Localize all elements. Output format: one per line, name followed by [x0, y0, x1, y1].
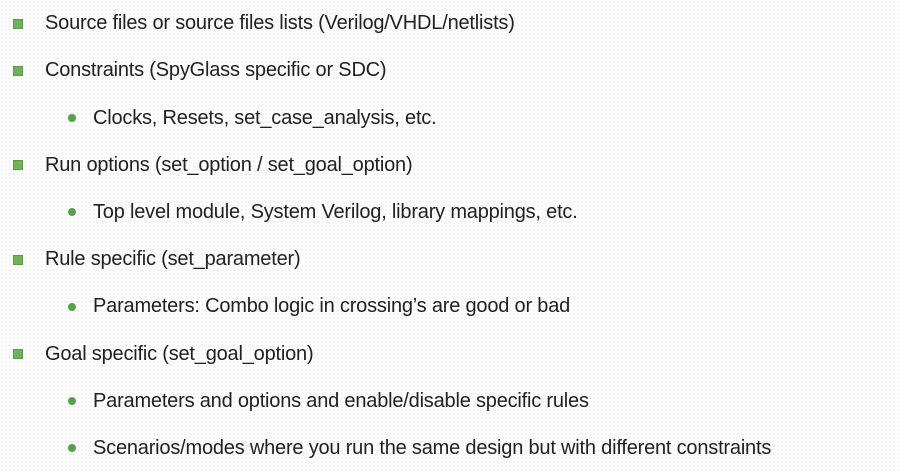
list-item: Parameters and options and enable/disabl…	[0, 378, 901, 425]
list-item-text: Rule specific (set_parameter)	[45, 248, 301, 271]
dot-bullet-icon	[68, 208, 76, 217]
list-item-text: Top level module, System Verilog, librar…	[93, 200, 578, 223]
list-item: Clocks, Resets, set_case_analysis, etc.	[0, 94, 901, 141]
list-item-text: Scenarios/modes where you run the same d…	[93, 436, 772, 459]
square-bullet-icon	[13, 160, 23, 171]
list-item-text: Goal specific (set_goal_option)	[45, 342, 314, 365]
list-item-text: Parameters: Combo logic in crossing’s ar…	[93, 295, 571, 318]
list-item: Rule specific (set_parameter)	[0, 236, 901, 283]
list-item-text: Constraints (SpyGlass specific or SDC)	[45, 59, 387, 82]
list-item: Source files or source files lists (Veri…	[0, 0, 901, 47]
dot-bullet-icon	[68, 302, 76, 311]
list-item: Parameters: Combo logic in crossing’s ar…	[0, 283, 901, 330]
dot-bullet-icon	[68, 114, 76, 122]
square-bullet-icon	[13, 18, 23, 29]
list-item-text: Clocks, Resets, set_case_analysis, etc.	[93, 106, 437, 129]
list-item-text: Source files or source files lists (Veri…	[45, 12, 515, 35]
square-bullet-icon	[13, 65, 23, 76]
list-item: Goal specific (set_goal_option)	[0, 330, 901, 377]
list-item: Constraints (SpyGlass specific or SDC)	[0, 47, 901, 94]
square-bullet-icon	[13, 254, 23, 265]
dot-bullet-icon	[68, 444, 76, 453]
square-bullet-icon	[13, 349, 23, 360]
list-item: Top level module, System Verilog, librar…	[0, 189, 901, 236]
list-item-text: Run options (set_option / set_goal_optio…	[45, 153, 413, 176]
dot-bullet-icon	[68, 397, 76, 406]
list-item-text: Parameters and options and enable/disabl…	[93, 389, 589, 412]
list-item: Scenarios/modes where you run the same d…	[0, 425, 901, 472]
list-item: Run options (set_option / set_goal_optio…	[0, 142, 901, 189]
